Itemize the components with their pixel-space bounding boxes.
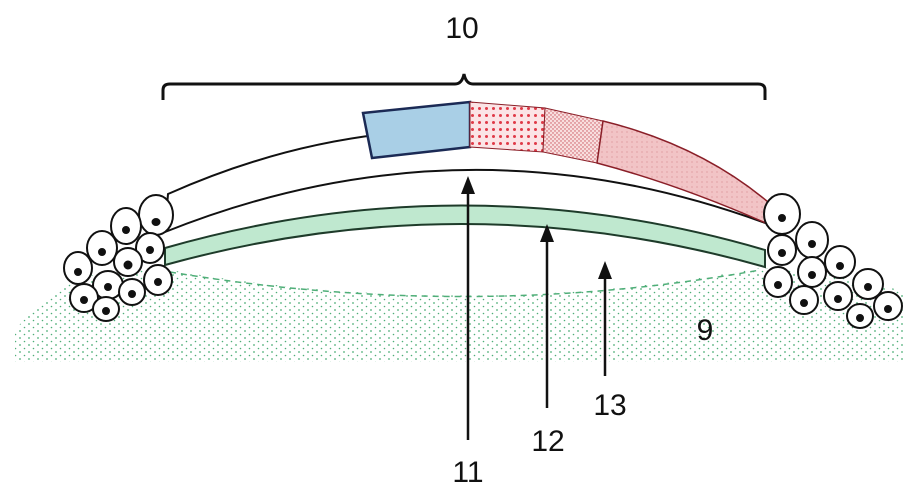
green-membrane-band: [164, 204, 766, 269]
red-dotted-segment: [469, 101, 546, 153]
label-13: 13: [593, 389, 626, 422]
label-10: 10: [445, 12, 478, 45]
label-11: 11: [452, 456, 483, 489]
stroma-region: [15, 268, 905, 362]
blue-segment: [361, 100, 472, 160]
left-cell-cluster: [63, 194, 174, 322]
arrow-11: [461, 176, 475, 440]
right-cell-cluster: [763, 193, 903, 329]
bracket-10: [161, 73, 767, 100]
label-9: 9: [697, 314, 714, 347]
arrow-12: [540, 224, 554, 408]
arrow-13: [598, 261, 612, 376]
label-12: 12: [531, 425, 564, 458]
